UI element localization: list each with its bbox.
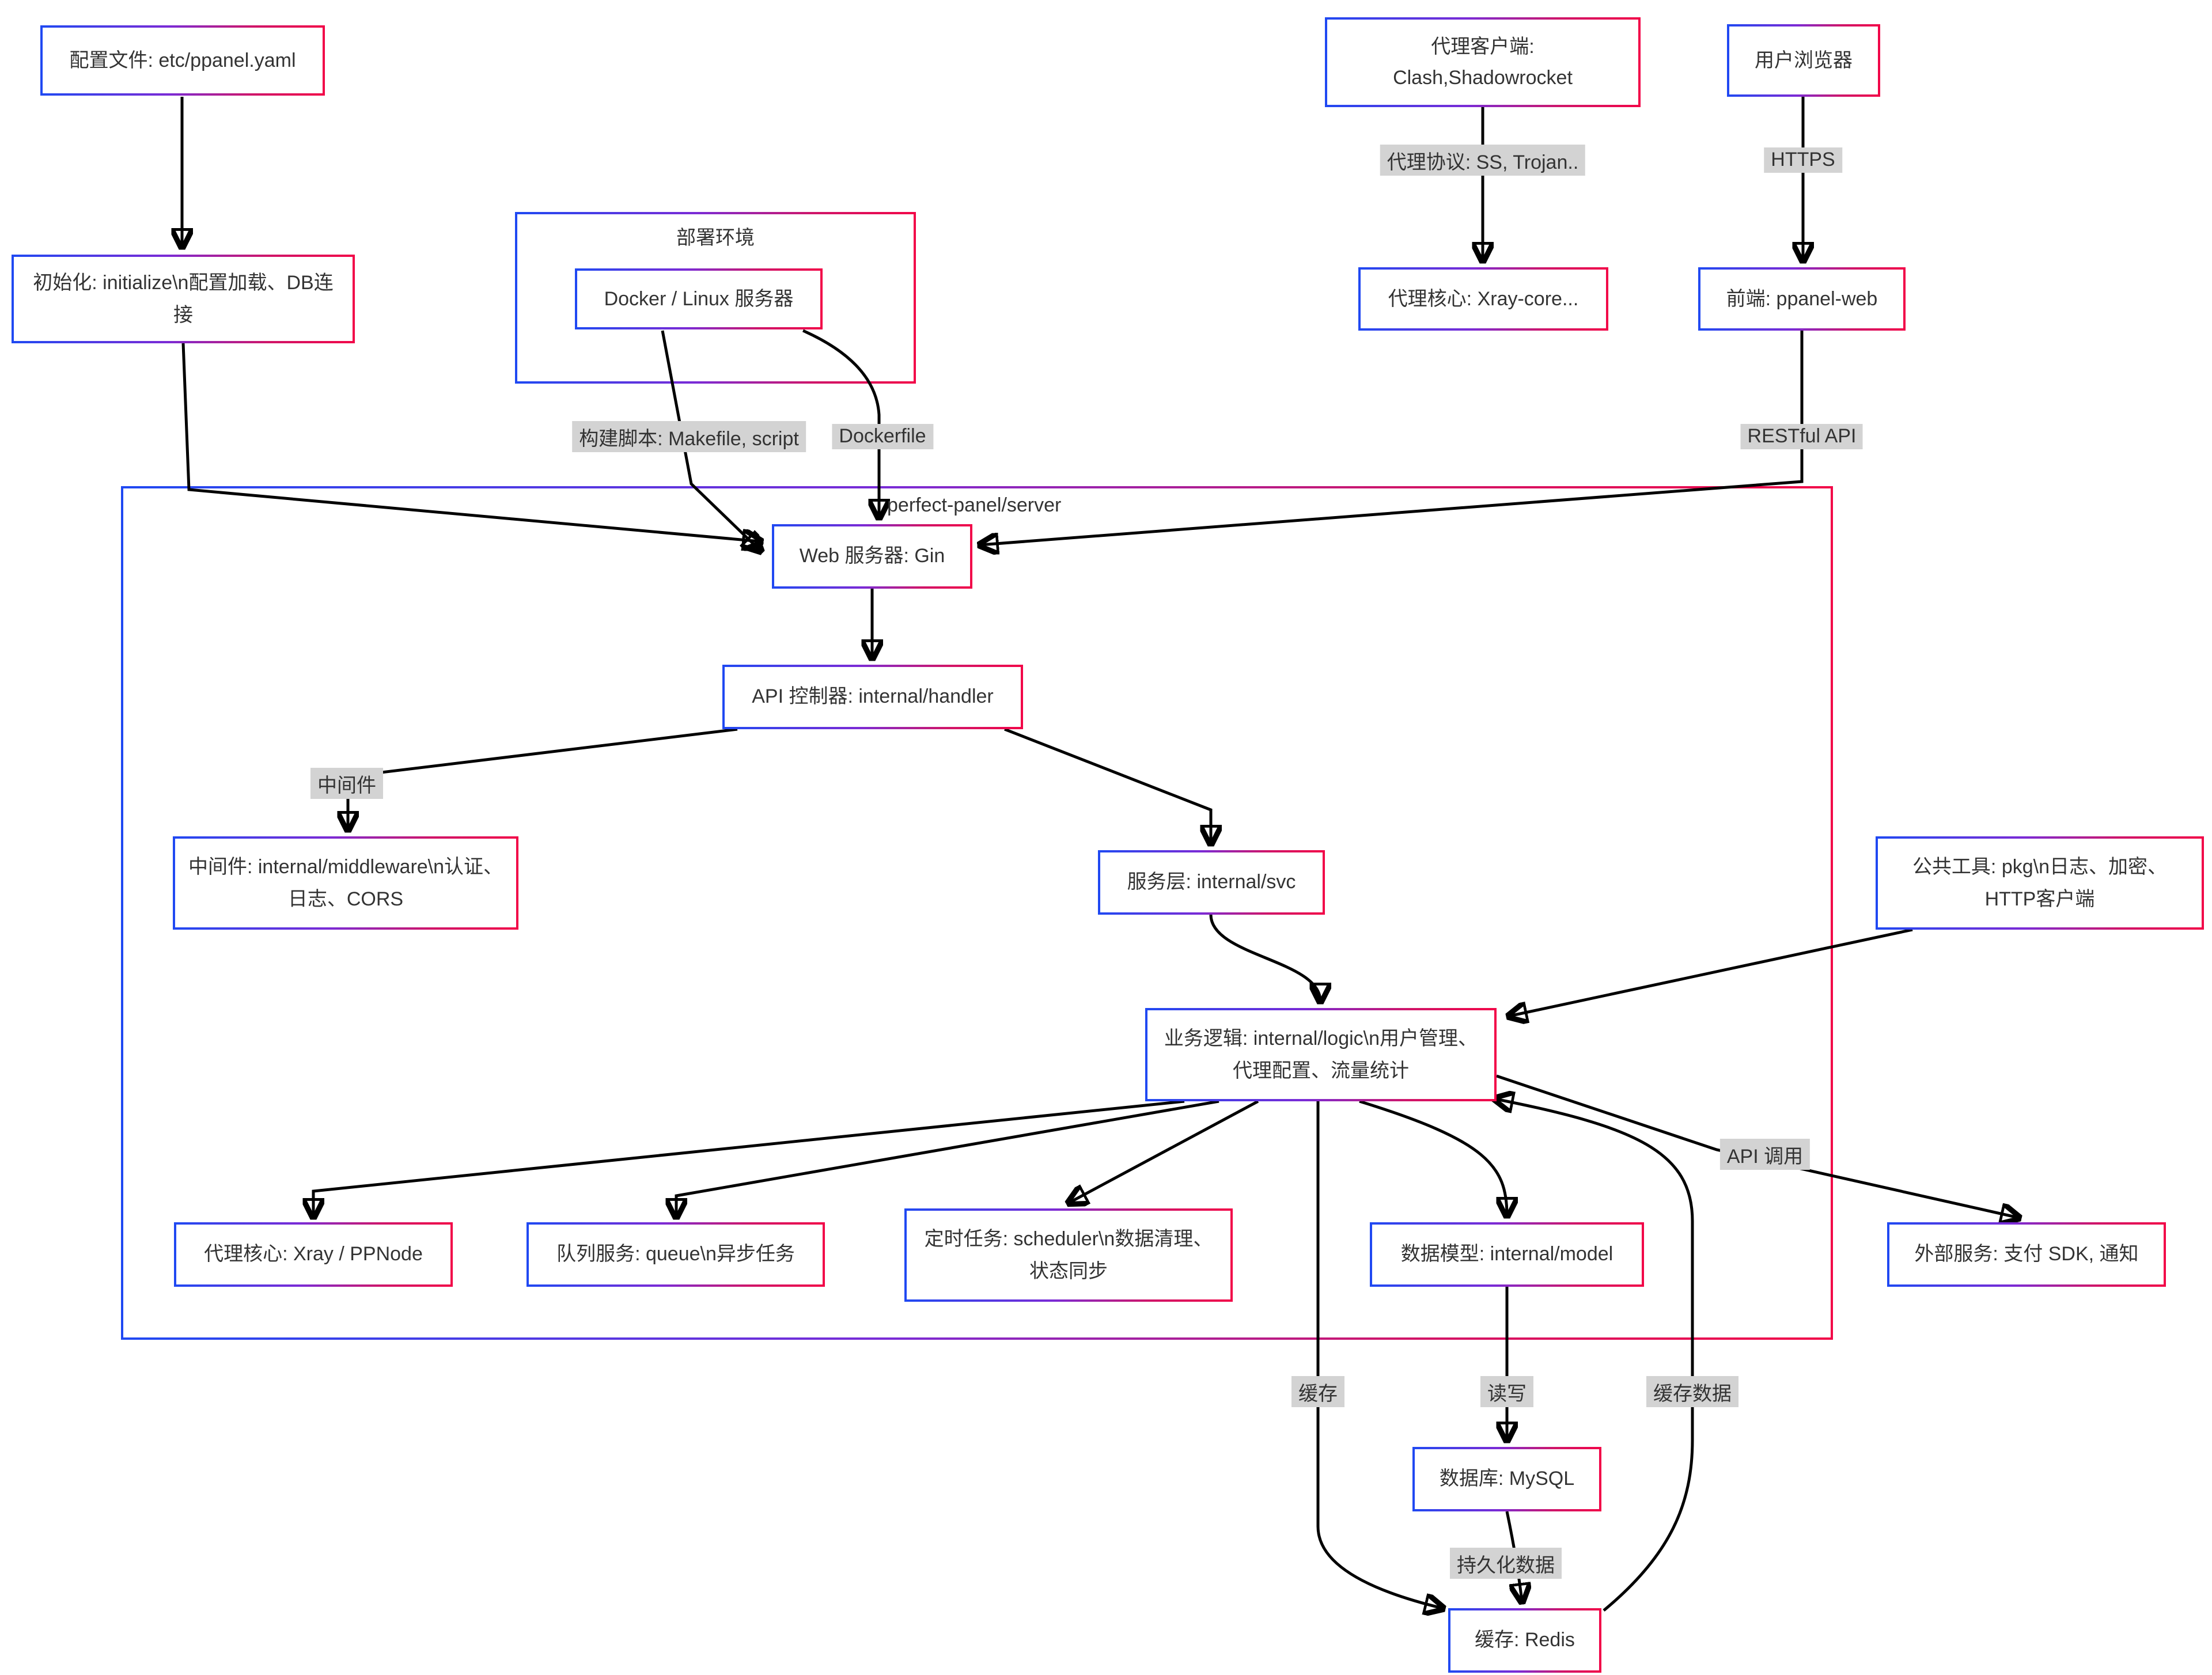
edge-label-middleware: 中间件: [310, 768, 383, 799]
node-data-model: 数据模型: internal/model: [1370, 1222, 1644, 1287]
node-external-services: 外部服务: 支付 SDK, 通知: [1887, 1222, 2166, 1287]
edge-label-cache: 缓存: [1291, 1376, 1344, 1407]
node-service-layer: 服务层: internal/svc: [1098, 850, 1325, 915]
node-proxy-core-ppnode: 代理核心: Xray / PPNode: [174, 1222, 453, 1287]
edge-label-proxy-protocol: 代理协议: SS, Trojan..: [1380, 145, 1586, 176]
edge-label-read-write: 读写: [1480, 1376, 1533, 1407]
node-cache-redis: 缓存: Redis: [1448, 1608, 1601, 1673]
node-docker-linux-server: Docker / Linux 服务器: [575, 268, 823, 329]
subgraph-server-label: perfect-panel/server: [887, 494, 1062, 516]
edge-label-persist: 持久化数据: [1450, 1548, 1562, 1579]
node-web-server-gin: Web 服务器: Gin: [772, 524, 972, 589]
edge-label-https: HTTPS: [1764, 147, 1842, 173]
subgraph-deploy-env-label: 部署环境: [676, 227, 755, 249]
edge-label-cache-data: 缓存数据: [1646, 1376, 1738, 1407]
node-config-file: 配置文件: etc/ppanel.yaml: [40, 25, 325, 96]
node-business-logic: 业务逻辑: internal/logic\n用户管理、代理配置、流量统计: [1145, 1008, 1497, 1101]
node-queue-service: 队列服务: queue\n异步任务: [527, 1222, 825, 1287]
node-frontend-ppanel-web: 前端: ppanel-web: [1698, 267, 1906, 331]
node-common-tools-pkg: 公共工具: pkg\n日志、加密、HTTP客户端: [1876, 836, 2204, 930]
node-user-browser: 用户浏览器: [1727, 24, 1880, 97]
node-database-mysql: 数据库: MySQL: [1412, 1447, 1601, 1511]
node-middleware: 中间件: internal/middleware\n认证、日志、CORS: [173, 836, 518, 930]
edge-label-build-script: 构建脚本: Makefile, script: [572, 421, 806, 452]
edge-label-api-call: API 调用: [1719, 1139, 1810, 1170]
node-scheduler: 定时任务: scheduler\n数据清理、状态同步: [904, 1208, 1233, 1302]
node-proxy-core-xraycore: 代理核心: Xray-core...: [1358, 267, 1608, 331]
node-proxy-client: 代理客户端: Clash,Shadowrocket: [1325, 17, 1641, 107]
node-api-handler: API 控制器: internal/handler: [722, 665, 1023, 729]
node-initialize: 初始化: initialize\n配置加载、DB连接: [12, 255, 355, 343]
edge-label-restful-api: RESTful API: [1740, 424, 1863, 449]
edge-label-dockerfile: Dockerfile: [832, 424, 933, 449]
